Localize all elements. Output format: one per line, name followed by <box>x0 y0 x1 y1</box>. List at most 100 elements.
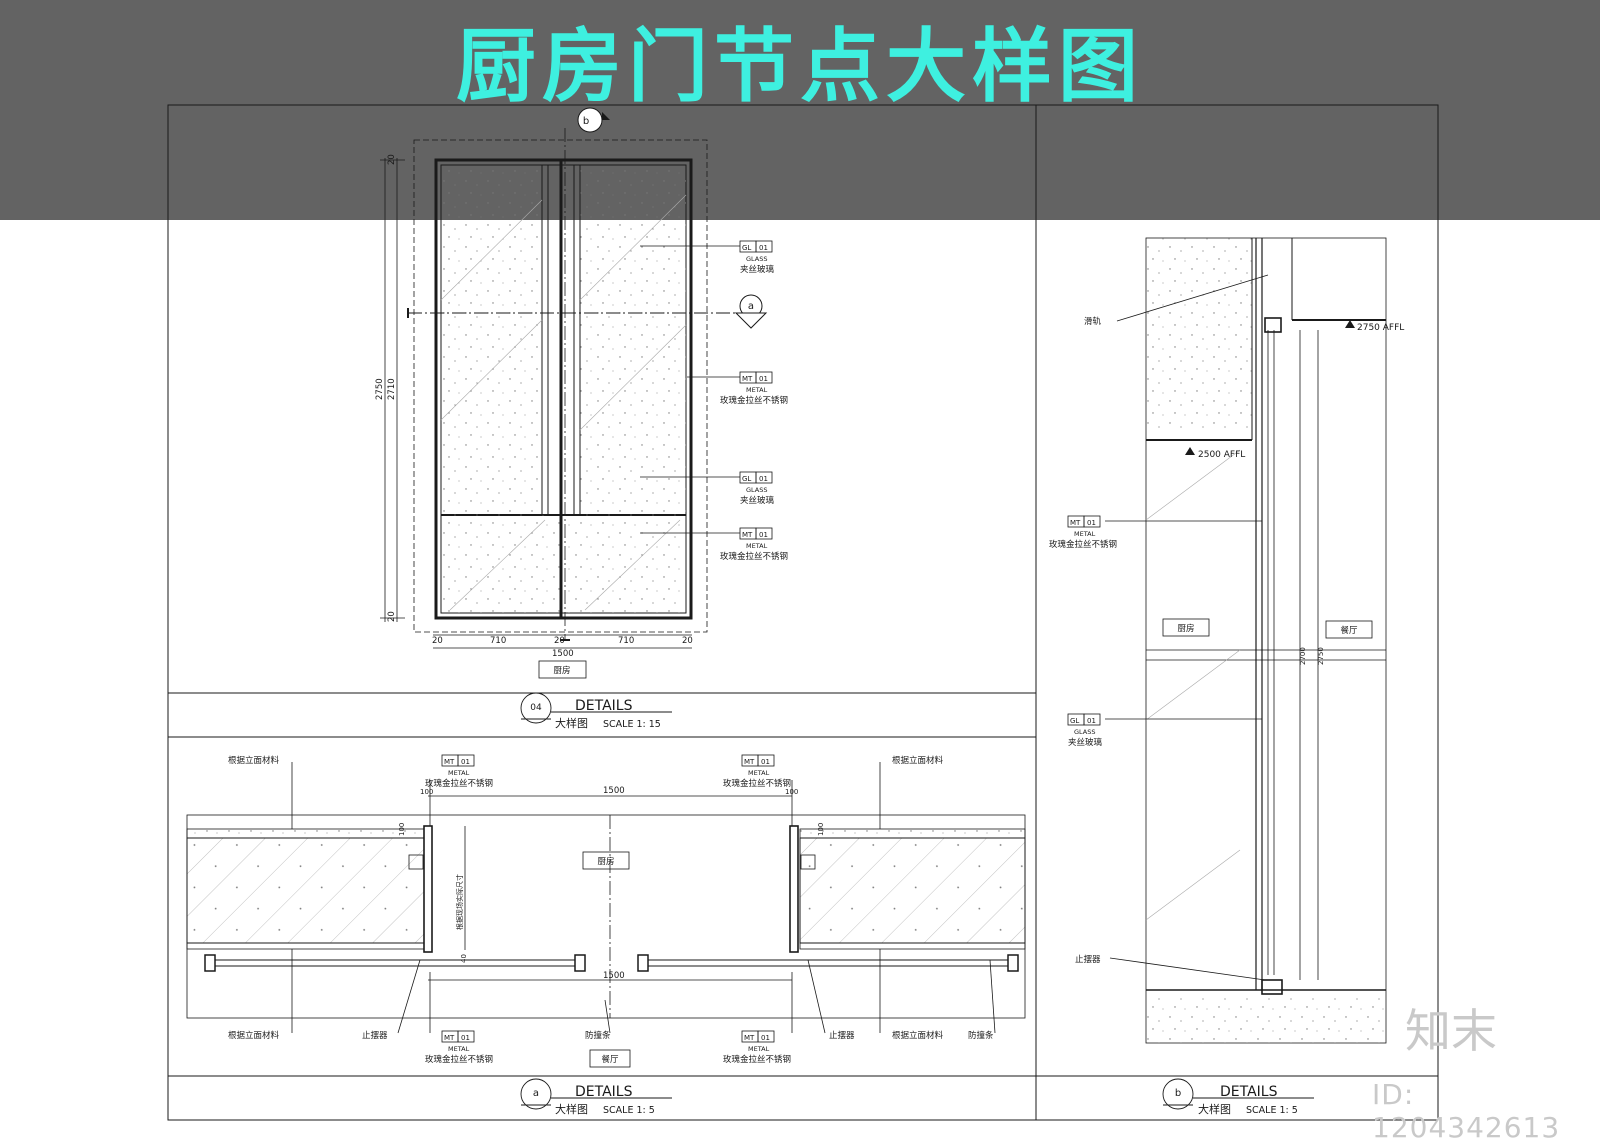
plan-dim-top: 1500 <box>603 786 625 796</box>
svg-text:MT: MT <box>744 1034 755 1042</box>
svg-text:MT: MT <box>742 531 753 539</box>
svg-text:MT: MT <box>742 375 753 383</box>
svg-text:01: 01 <box>461 1034 470 1042</box>
svg-text:DETAILS: DETAILS <box>575 1084 633 1100</box>
svg-text:玫瑰金拉丝不锈钢: 玫瑰金拉丝不锈钢 <box>723 1054 791 1065</box>
svg-text:玫瑰金拉丝不锈钢: 玫瑰金拉丝不锈钢 <box>720 551 788 562</box>
marker-a: a <box>748 301 754 312</box>
dim-top: 20 <box>387 154 397 165</box>
door-elevation <box>380 107 768 649</box>
section-callout-metal: MT 01 METAL 玫瑰金拉丝不锈钢 <box>1049 515 1117 550</box>
svg-text:夹丝玻璃: 夹丝玻璃 <box>1068 737 1103 748</box>
svg-text:MT: MT <box>1070 519 1081 527</box>
svg-text:玫瑰金拉丝不锈钢: 玫瑰金拉丝不锈钢 <box>720 395 788 406</box>
door-vertical-section <box>1105 237 1387 1044</box>
door-plan-section <box>186 762 1026 1034</box>
dim-total: 1500 <box>552 649 574 659</box>
section-callout-glass: GL 01 GLASS 夹丝玻璃 <box>1067 713 1103 748</box>
callout-metal-1: MT 01 METAL 玫瑰金拉丝不锈钢 <box>720 371 788 406</box>
plan-callout-metal-tr: MT 01 METAL 玫瑰金拉丝不锈钢 <box>723 754 791 789</box>
svg-text:01: 01 <box>761 758 770 766</box>
image-id: ID: 1204342613 <box>1372 1078 1561 1144</box>
svg-text:GLASS: GLASS <box>746 255 768 263</box>
section-room-kitchen: 厨房 <box>1177 623 1194 634</box>
svg-text:01: 01 <box>1087 519 1096 527</box>
dim-side-left: 20 <box>432 636 443 646</box>
svg-text:a: a <box>533 1088 539 1099</box>
section-dim-a: 2700 <box>1299 647 1307 665</box>
plan-dim-wall-left: 100 <box>398 823 406 836</box>
svg-text:01: 01 <box>759 244 768 252</box>
svg-text:GL: GL <box>1070 717 1079 725</box>
svg-text:玫瑰金拉丝不锈钢: 玫瑰金拉丝不锈钢 <box>723 778 791 789</box>
section-dim-b: 2750 <box>1317 647 1325 665</box>
svg-text:METAL: METAL <box>748 1045 770 1053</box>
svg-text:大样图: 大样图 <box>1198 1102 1231 1116</box>
plan-dim-40: 40 <box>460 954 468 963</box>
brand-logo: 知末 <box>1405 1004 1497 1058</box>
svg-text:MT: MT <box>444 1034 455 1042</box>
plan-room-kitchen: 厨房 <box>597 856 614 867</box>
room-label-kitchen: 厨房 <box>553 665 570 676</box>
plan-label-bottom-right: 根据立面材料 <box>892 1030 944 1041</box>
svg-text:夹丝玻璃: 夹丝玻璃 <box>740 264 775 275</box>
plan-room-dining: 餐厅 <box>601 1055 619 1065</box>
plan-label-stopper-left: 止摆器 <box>362 1030 388 1041</box>
svg-text:DETAILS: DETAILS <box>1220 1084 1278 1100</box>
plan-label-guard-right: 防撞条 <box>968 1030 994 1041</box>
svg-text:SCALE 1: 15: SCALE 1: 15 <box>603 719 661 730</box>
section-label-rail: 滑轨 <box>1084 316 1102 327</box>
callout-metal-2: MT 01 METAL 玫瑰金拉丝不锈钢 <box>720 527 788 562</box>
svg-text:玫瑰金拉丝不锈钢: 玫瑰金拉丝不锈钢 <box>1049 539 1117 550</box>
section-level-top: 2750 AFFL <box>1357 323 1404 333</box>
callout-glass-2: GL 01 GLASS 夹丝玻璃 <box>739 471 775 506</box>
marker-b: b <box>583 116 589 127</box>
svg-text:SCALE 1: 5: SCALE 1: 5 <box>1246 1105 1298 1116</box>
svg-text:GL: GL <box>742 244 751 252</box>
svg-text:DETAILS: DETAILS <box>575 698 633 714</box>
svg-text:MT: MT <box>444 758 455 766</box>
svg-text:04: 04 <box>530 703 542 713</box>
plan-dim-small-right: 100 <box>785 788 798 796</box>
svg-text:01: 01 <box>1087 717 1096 725</box>
title-block-a: a DETAILS 大样图 SCALE 1: 5 <box>520 1078 672 1116</box>
svg-text:METAL: METAL <box>1074 530 1096 538</box>
title-block-04: 04 DETAILS 大样图 SCALE 1: 15 <box>520 692 672 730</box>
plan-label-top-right: 根据立面材料 <box>892 755 944 766</box>
svg-text:SCALE 1: 5: SCALE 1: 5 <box>603 1105 655 1116</box>
plan-label-top-left: 根据立面材料 <box>228 755 280 766</box>
svg-text:GL: GL <box>742 475 751 483</box>
svg-text:玫瑰金拉丝不锈钢: 玫瑰金拉丝不锈钢 <box>425 1054 493 1065</box>
svg-text:01: 01 <box>761 1034 770 1042</box>
svg-text:METAL: METAL <box>448 1045 470 1053</box>
plan-callout-metal-bl: MT 01 METAL 玫瑰金拉丝不锈钢 <box>425 1030 493 1065</box>
svg-text:GLASS: GLASS <box>746 486 768 494</box>
plan-dim-depth: 根据现场实际尺寸 <box>455 874 464 930</box>
svg-text:夹丝玻璃: 夹丝玻璃 <box>740 495 775 506</box>
plan-label-bottom-left: 根据立面材料 <box>228 1030 280 1041</box>
section-room-dining: 餐厅 <box>1340 626 1358 636</box>
svg-text:大样图: 大样图 <box>555 1102 588 1116</box>
plan-dim-small-left: 100 <box>420 788 433 796</box>
dim-mid: 20 <box>554 636 565 646</box>
dim-bottom: 20 <box>387 611 397 622</box>
plan-dim-bottom: 1500 <box>603 971 625 981</box>
svg-text:METAL: METAL <box>448 769 470 777</box>
plan-label-stopper-right: 止摆器 <box>829 1030 855 1041</box>
section-label-stopper: 止摆器 <box>1075 954 1101 965</box>
svg-text:METAL: METAL <box>748 769 770 777</box>
dim-w2: 710 <box>618 636 634 646</box>
page-title: 厨房门节点大样图 <box>456 20 1144 113</box>
callout-glass-1: GL 01 GLASS 夹丝玻璃 <box>739 240 775 275</box>
svg-text:METAL: METAL <box>746 386 768 394</box>
svg-text:GLASS: GLASS <box>1074 728 1096 736</box>
svg-text:大样图: 大样图 <box>555 716 588 730</box>
title-banner <box>0 0 1600 220</box>
svg-text:01: 01 <box>461 758 470 766</box>
dim-height-outer: 2750 <box>375 378 385 400</box>
dim-side-right: 20 <box>682 636 693 646</box>
svg-text:METAL: METAL <box>746 542 768 550</box>
svg-text:01: 01 <box>759 375 768 383</box>
svg-text:01: 01 <box>759 531 768 539</box>
